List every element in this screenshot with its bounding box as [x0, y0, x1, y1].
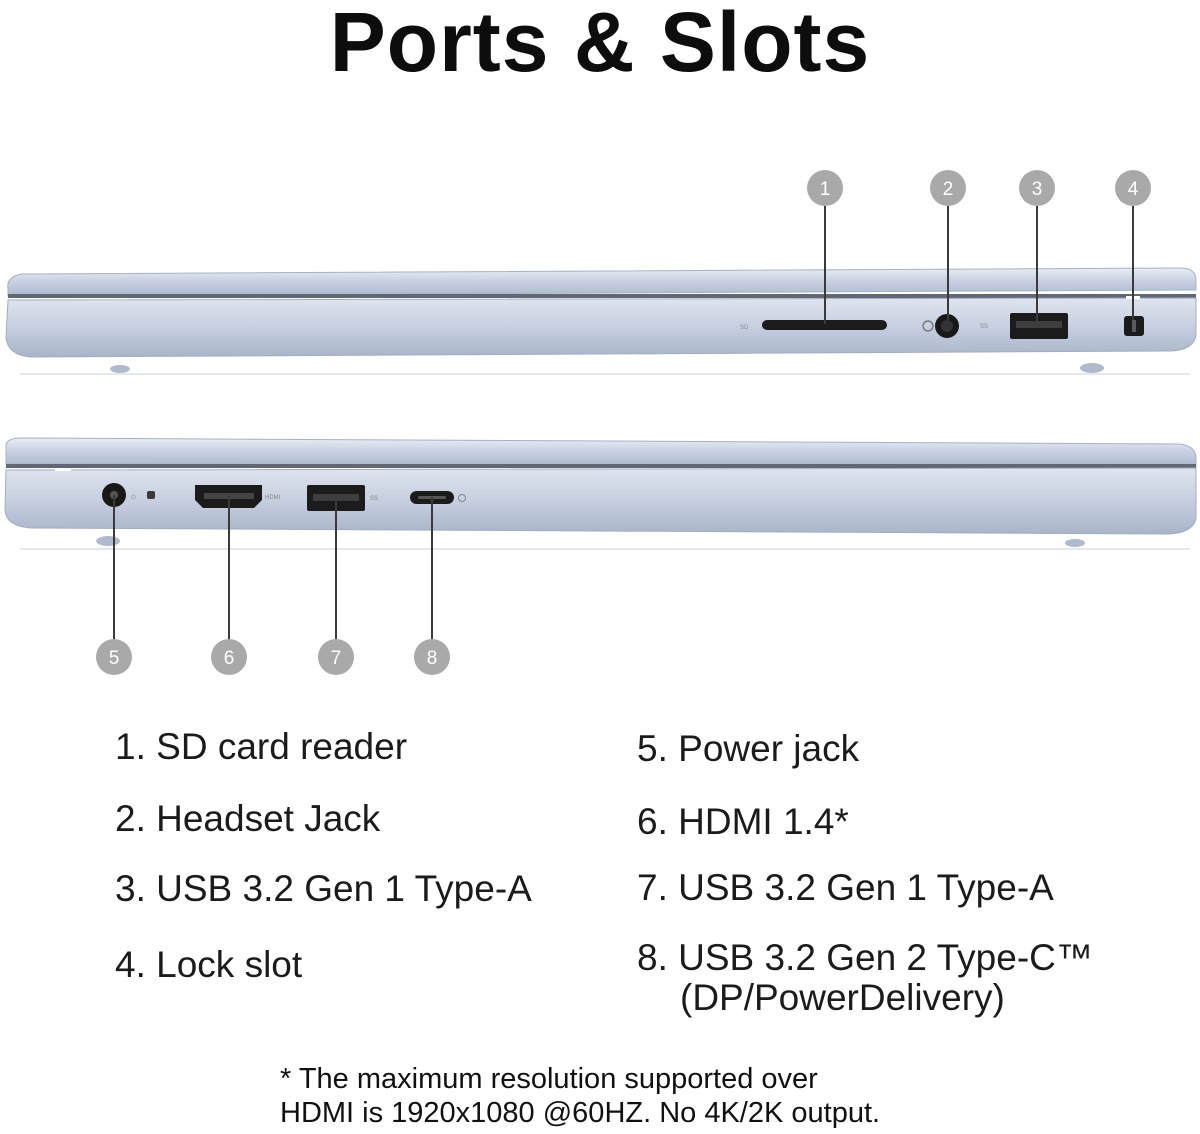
sd-marking: SD — [740, 325, 749, 331]
legend-item-8: 8. USB 3.2 Gen 2 Type-C™ — [637, 937, 1093, 978]
superspeed-marking-left: SS — [370, 496, 378, 502]
laptop-seam-top — [8, 294, 1196, 298]
badge-5: 5 — [96, 639, 132, 675]
callout-badges: 1 2 3 4 5 6 7 8 — [96, 170, 1151, 675]
legend-item-4: 4. Lock slot — [115, 944, 303, 985]
superspeed-marking-right: SS — [980, 324, 988, 330]
hdmi-marking: HDMI — [265, 495, 281, 501]
badge-7: 7 — [318, 639, 354, 675]
headset-jack-ring — [941, 320, 953, 332]
laptop-left-side-view: ⏻ HDMI SS — [4, 437, 1197, 550]
foot-right-bottom — [1065, 539, 1085, 547]
headset-icon — [922, 320, 934, 332]
legend-item-7: 7. USB 3.2 Gen 1 Type-A — [637, 867, 1054, 908]
legend-item-5: 5. Power jack — [637, 728, 860, 769]
foot-right-top — [1080, 363, 1104, 373]
footnote: * The maximum resolution supported over … — [280, 1062, 880, 1130]
laptop-lid-top — [7, 267, 1197, 297]
badge-2: 2 — [930, 170, 966, 206]
badge-6: 6 — [211, 639, 247, 675]
laptop-seam-bottom — [6, 464, 1196, 468]
footnote-line-1: * The maximum resolution supported over — [280, 1063, 818, 1095]
svg-text:8: 8 — [427, 648, 438, 669]
badge-3: 3 — [1019, 170, 1055, 206]
usb-c-power-icon — [458, 494, 466, 502]
legend-item-3: 3. USB 3.2 Gen 1 Type-A — [115, 868, 532, 909]
svg-text:3: 3 — [1032, 179, 1043, 200]
legend-item-6: 6. HDMI 1.4* — [637, 801, 849, 842]
laptop-right-side-view: SD SS — [5, 267, 1197, 375]
ports-diagram: SD SS ⏻ HDMI SS — [4, 170, 1197, 675]
badge-1: 1 — [807, 170, 843, 206]
legend-item-8-subtext: (DP/PowerDelivery) — [680, 977, 1005, 1018]
power-led-indicator — [147, 491, 155, 499]
foot-left-top — [110, 365, 130, 373]
power-icon: ⏻ — [131, 494, 136, 501]
badge-8: 8 — [414, 639, 450, 675]
foot-left-bottom — [96, 536, 120, 546]
usb-a-tongue-left — [313, 494, 359, 501]
svg-text:1: 1 — [820, 179, 831, 200]
page-title: Ports & Slots — [329, 0, 871, 89]
sd-card-slot — [762, 320, 887, 330]
power-led-left — [55, 468, 71, 471]
callout-lines — [113, 206, 1134, 640]
laptop-lid-bottom — [5, 437, 1197, 467]
svg-text:7: 7 — [331, 648, 342, 669]
svg-text:6: 6 — [224, 648, 235, 669]
lock-slot-inner — [1132, 320, 1136, 332]
badge-4: 4 — [1115, 170, 1151, 206]
laptop-base-bottom — [4, 467, 1197, 535]
legend-item-2: 2. Headset Jack — [115, 798, 381, 839]
footnote-line-2: HDMI is 1920x1080 @60HZ. No 4K/2K output… — [280, 1097, 881, 1129]
svg-text:4: 4 — [1128, 179, 1139, 200]
legend-item-1: 1. SD card reader — [115, 726, 408, 767]
laptop-base-top — [5, 297, 1197, 358]
usb-a-tongue-right — [1016, 321, 1062, 328]
svg-text:5: 5 — [109, 648, 120, 669]
svg-text:2: 2 — [943, 179, 954, 200]
